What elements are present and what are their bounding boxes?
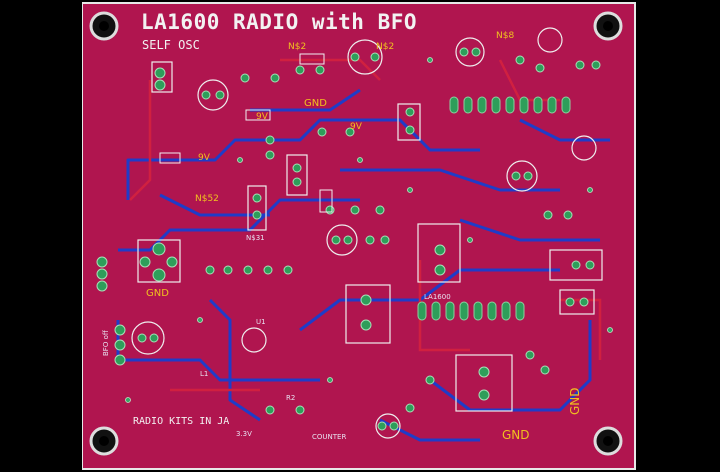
through-hole-pad-icon bbox=[96, 47, 601, 431]
net-n52: N$52 bbox=[195, 194, 219, 204]
net-n2-b: N$2 bbox=[376, 42, 395, 52]
net-9v-a: 9V bbox=[198, 153, 210, 163]
ic-la1600-pads bbox=[417, 301, 525, 321]
ic-la1600-label: LA1600 bbox=[424, 293, 451, 301]
board-outline bbox=[81, 2, 636, 470]
net-n8: N$8 bbox=[496, 31, 515, 41]
bottom-layer-traces bbox=[116, 88, 610, 442]
net-n31: N$31 bbox=[246, 234, 265, 242]
gnd-label-right: GND bbox=[568, 387, 582, 415]
net-3v3: 3.3V bbox=[236, 430, 252, 438]
ic-top-right-pads bbox=[449, 96, 571, 114]
net-9v-c: 9V bbox=[256, 112, 268, 122]
gnd-label-bottom: GND bbox=[502, 428, 530, 442]
net-n2-a: N$2 bbox=[288, 42, 307, 52]
left-black-margin bbox=[0, 0, 82, 472]
board-credit: RADIO KITS IN JA bbox=[133, 416, 230, 427]
gnd-label-left: GND bbox=[146, 288, 169, 299]
silkscreen-marks bbox=[159, 53, 333, 213]
mounting-hole-icon bbox=[89, 426, 119, 456]
bfo-off-label: BFO off bbox=[102, 330, 110, 356]
top-layer-traces bbox=[129, 58, 602, 392]
gnd-label-mid: GND bbox=[304, 98, 327, 109]
mounting-hole-icon bbox=[89, 11, 119, 41]
net-9v-b: 9V bbox=[350, 122, 362, 132]
board-title: LA1600 RADIO with BFO bbox=[141, 10, 418, 34]
capacitor-outlines bbox=[131, 27, 597, 439]
l1-label: L1 bbox=[200, 370, 209, 378]
component-outlines bbox=[137, 61, 603, 412]
board-subtitle: SELF OSC bbox=[142, 38, 200, 52]
counter-label: COUNTER bbox=[312, 433, 347, 441]
r2-label: R2 bbox=[286, 394, 296, 402]
right-black-margin bbox=[636, 0, 720, 472]
via-icon bbox=[125, 57, 613, 403]
mounting-hole-icon bbox=[593, 11, 623, 41]
ic-u1-label: U1 bbox=[256, 318, 266, 326]
mounting-hole-icon bbox=[593, 426, 623, 456]
